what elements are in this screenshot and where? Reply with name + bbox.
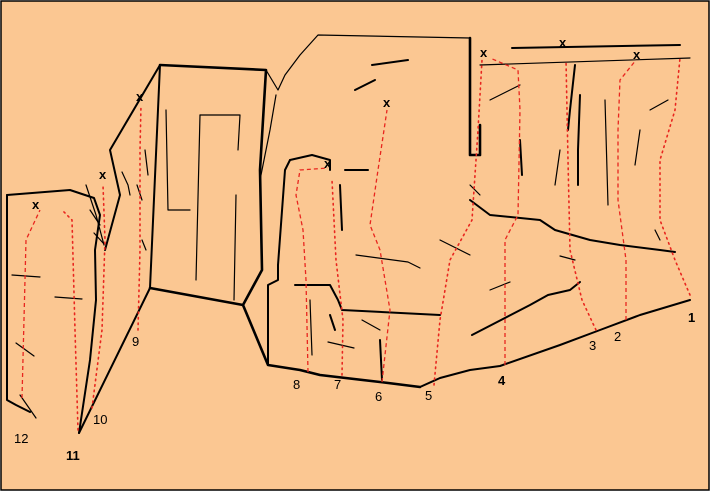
route-line-2	[617, 59, 637, 320]
route-label-9: 9	[132, 334, 139, 349]
route-label-2: 2	[614, 329, 621, 344]
anchor-marker-2: x	[633, 47, 641, 62]
route-label-7: 7	[334, 377, 341, 392]
route-label-12: 12	[14, 431, 28, 446]
route-line-3	[565, 59, 597, 331]
route-line-12	[21, 209, 41, 399]
route-label-3: 3	[589, 338, 596, 353]
anchor-marker-9: x	[136, 89, 144, 104]
route-line-11	[61, 209, 79, 431]
anchor-marker-10: x	[99, 167, 107, 182]
route-number-labels: 1 2 3 4 5 6 7 8 9 10 11 12	[14, 310, 695, 463]
route-line-6	[369, 109, 391, 383]
route-line-7	[331, 179, 344, 376]
route-line-1	[659, 57, 691, 296]
anchor-marker-5: x	[480, 45, 488, 60]
route-lines	[21, 57, 691, 431]
route-line-5	[433, 59, 483, 386]
route-line-4	[489, 57, 521, 365]
anchor-marker-6: x	[383, 95, 391, 110]
anchor-markers: x x x x x x x x	[32, 35, 641, 212]
route-label-11: 11	[66, 448, 80, 463]
route-label-5: 5	[425, 388, 432, 403]
anchor-marker-3: x	[559, 35, 567, 50]
route-line-9	[137, 104, 142, 331]
route-label-6: 6	[375, 389, 382, 404]
route-label-10: 10	[93, 412, 107, 427]
anchor-marker-12: x	[32, 197, 40, 212]
route-label-8: 8	[293, 377, 300, 392]
route-label-1: 1	[688, 310, 695, 325]
route-label-4: 4	[498, 373, 506, 388]
anchor-marker-8: x	[324, 156, 332, 171]
route-line-10	[91, 184, 106, 409]
